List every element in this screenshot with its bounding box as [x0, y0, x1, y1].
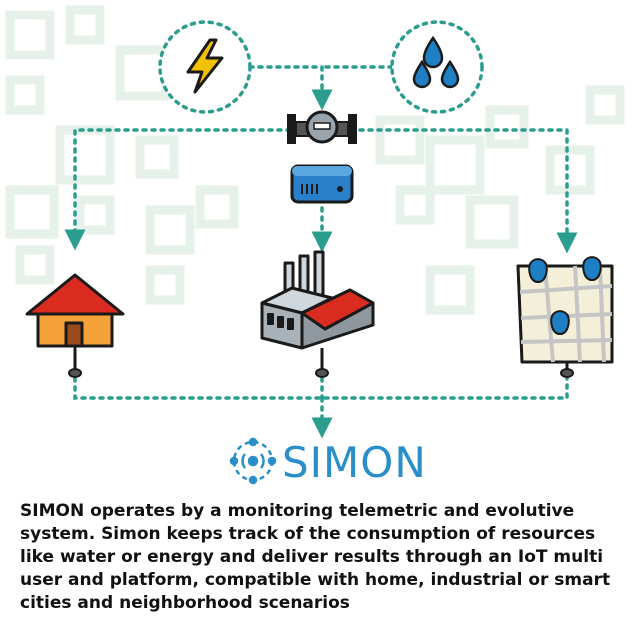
water-node	[390, 20, 484, 114]
pattern-square	[5, 75, 45, 115]
city-connector-plug	[560, 368, 574, 378]
energy-node	[158, 20, 252, 114]
pattern-square	[375, 115, 425, 165]
lightning-bolt-icon	[186, 38, 224, 94]
pattern-square	[425, 135, 485, 195]
pattern-square	[135, 135, 179, 179]
pattern-square	[75, 195, 115, 235]
house-icon	[25, 273, 125, 348]
pattern-square	[55, 125, 115, 185]
connector-meter-to-city	[358, 128, 578, 254]
pattern-square	[425, 265, 475, 315]
pattern-square	[485, 105, 529, 149]
pattern-square	[545, 145, 595, 195]
gateway-node	[290, 164, 354, 204]
connector-bottom-bus	[73, 376, 569, 400]
pattern-square	[145, 205, 195, 255]
signal-orbit-icon	[229, 437, 277, 485]
home-connector-plug	[68, 368, 82, 378]
pipe-meter-icon	[287, 110, 357, 144]
pattern-square	[5, 10, 55, 60]
industry-node	[260, 250, 375, 378]
connector-meter-to-home	[64, 128, 292, 251]
pattern-square	[15, 245, 55, 285]
iot-flow-diagram: SIMON	[5, 5, 625, 487]
pattern-square	[585, 85, 625, 125]
pattern-square	[145, 265, 185, 305]
pattern-square	[65, 5, 105, 45]
meter-node	[287, 110, 357, 144]
connector-energy-to-meter	[248, 65, 333, 111]
pattern-square	[195, 185, 239, 229]
factory-icon	[260, 250, 375, 350]
home-node	[25, 273, 125, 378]
pattern-square	[5, 185, 59, 239]
router-device-icon	[290, 164, 354, 204]
brand-name: SIMON	[282, 438, 427, 487]
pattern-square	[465, 195, 519, 249]
connector-lines	[64, 65, 578, 439]
pattern-square	[395, 185, 435, 225]
city-map-icon	[516, 256, 614, 364]
simon-logo: SIMON	[229, 437, 427, 487]
water-drops-icon	[412, 35, 460, 89]
background-pattern	[5, 5, 625, 315]
description-text: SIMON operates by a monitoring telemetri…	[20, 501, 611, 613]
industry-connector-plug	[315, 368, 329, 378]
city-node	[516, 256, 614, 378]
